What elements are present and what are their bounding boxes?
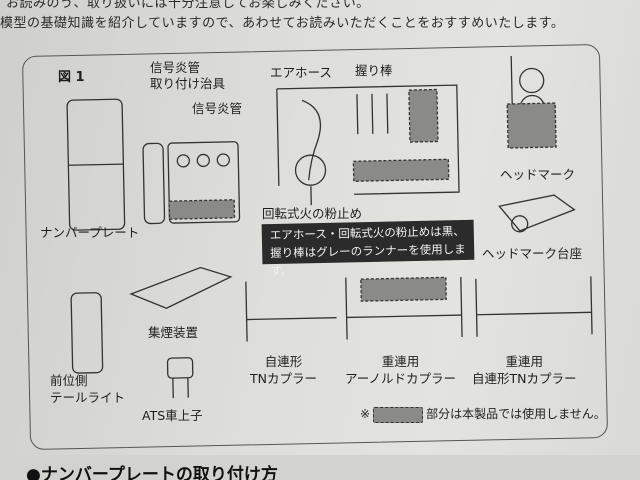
note-mark: ※ <box>360 407 371 421</box>
coupler-runners <box>245 276 593 342</box>
label-ats: ATS車上子 <box>142 408 203 423</box>
smoke-device-part <box>129 266 233 309</box>
note-text: 部分は本製品では使用しません。 <box>426 407 606 421</box>
label-auto-tn-coupler: 自連形 TNカプラー <box>250 354 317 386</box>
bottom-band <box>0 455 640 480</box>
label-number-plate: ナンバープレート <box>40 225 140 240</box>
label-air-hose: エアホース <box>270 65 332 80</box>
label-tail-light: 前位側 テールライト <box>50 373 126 405</box>
tail-light-runner <box>70 292 104 374</box>
intro-text-line-1: お読みのう、取り扱いには十分注意してお楽しみください。 <box>6 0 370 11</box>
signal-tube-runner <box>142 141 241 225</box>
label-head-mark-base: ヘッドマーク台座 <box>482 246 583 261</box>
label-grab-bar: 握り棒 <box>355 63 393 78</box>
intro-text-line-2: 模型の基礎知識を紹介していますので、あわせてお読みいただくことをおすすめいたしま… <box>0 16 565 31</box>
head-mark-runner <box>498 55 576 233</box>
label-signal-tube: 信号炎管 <box>192 101 243 116</box>
label-heavy-auto-tn-coupler: 重連用 自連形TNカプラー <box>472 354 577 386</box>
label-smoke-device: 集煙装置 <box>148 325 199 340</box>
grey-part-swatch <box>373 406 424 423</box>
runner-color-note: エアホース・回転式火の粉止めは黒、握り棒はグレーのランナーを使用します。 <box>261 219 475 278</box>
figure-title: 図 1 <box>58 70 85 85</box>
air-hose-runner <box>276 84 460 206</box>
ats-part <box>166 357 194 399</box>
label-head-mark: ヘッドマーク <box>500 167 576 182</box>
label-signal-tool: 信号炎管 取り付け治具 <box>150 60 226 91</box>
number-plate-runner <box>66 98 126 231</box>
section-heading: ●ナンバープレートの取り付け方 <box>26 465 278 480</box>
unused-parts-note: ※ 部分は本製品では使用しません。 <box>360 405 606 423</box>
label-fire-stop: 回転式火の粉止め <box>262 206 363 221</box>
label-heavy-arnold-coupler: 重連用 アーノルドカプラー <box>345 354 457 386</box>
